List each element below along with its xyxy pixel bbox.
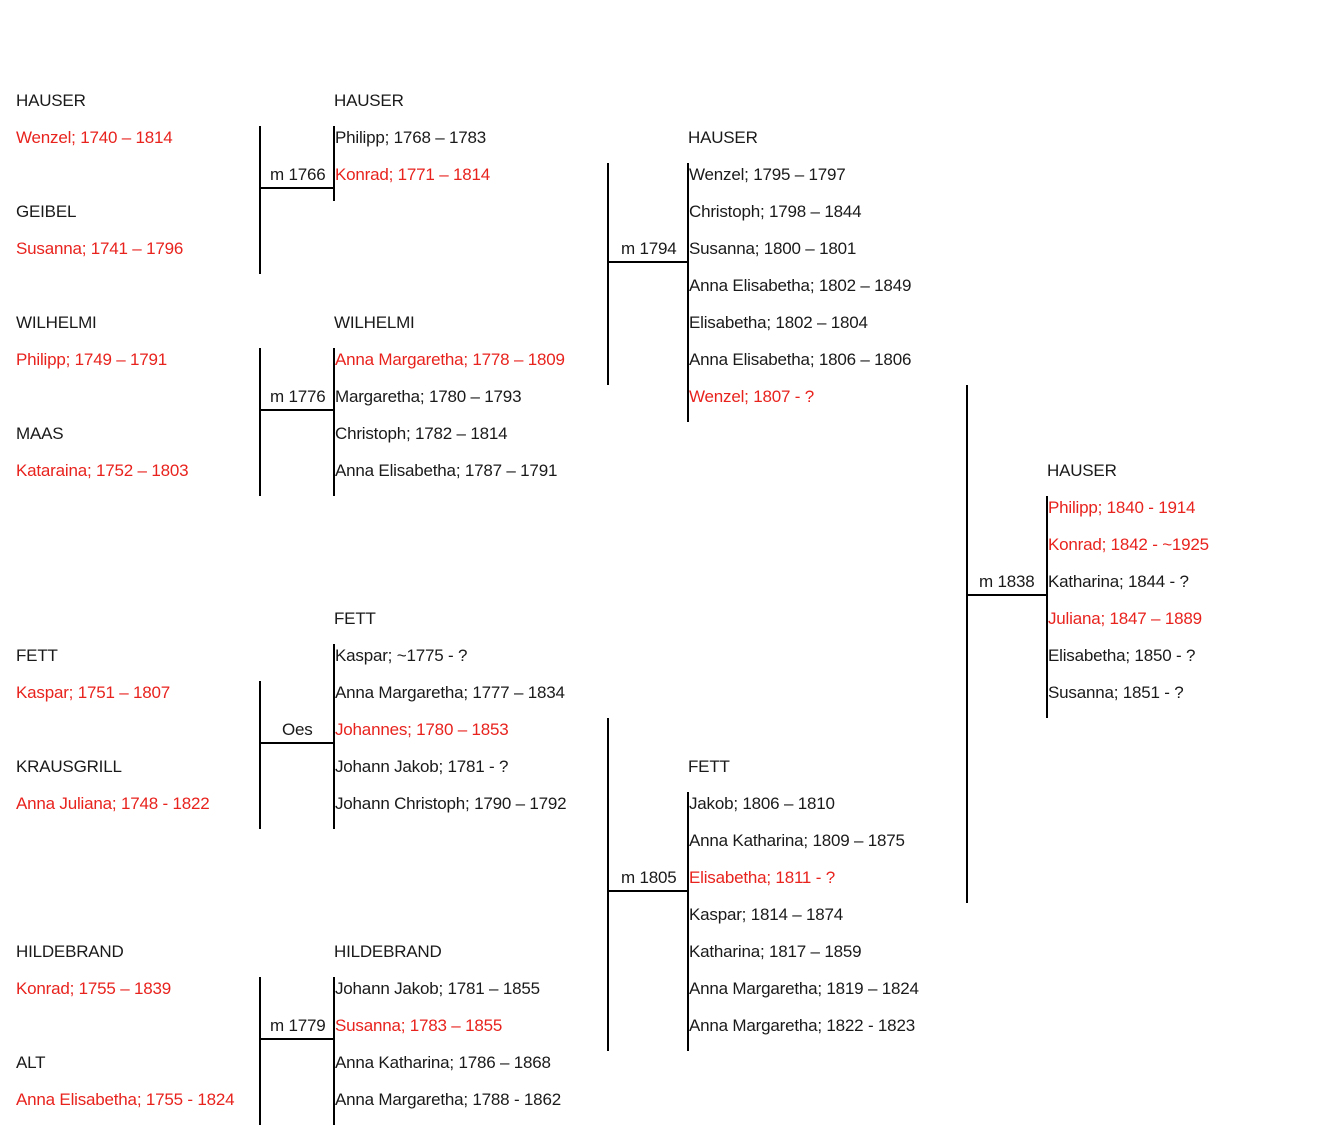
child-kaspar-1814: Kaspar; 1814 – 1874: [689, 905, 844, 924]
surname-maas: MAAS: [16, 424, 64, 443]
marriage-connector-oes: [259, 742, 334, 744]
person-wenzel-1740: Wenzel; 1740 – 1814: [16, 128, 173, 147]
children-bracket-fett-gen3: [687, 792, 689, 1051]
marriage-connector-1805: [607, 890, 688, 892]
person-kaspar-1751: Kaspar; 1751 – 1807: [16, 683, 171, 702]
child-katharina-1844: Katharina; 1844 - ?: [1048, 572, 1189, 591]
child-anna-elisabetha-1787: Anna Elisabetha; 1787 – 1791: [335, 461, 558, 480]
children-bracket-hauser-gen2: [333, 126, 335, 201]
child-johann-jakob-1781b: Johann Jakob; 1781 – 1855: [335, 979, 540, 998]
child-johannes-1780: Johannes; 1780 – 1853: [335, 720, 509, 739]
child-elisabetha-1811: Elisabetha; 1811 - ?: [689, 868, 835, 887]
person-konrad-1755: Konrad; 1755 – 1839: [16, 979, 172, 998]
child-susanna-1783: Susanna; 1783 – 1855: [335, 1016, 503, 1035]
children-bracket-hauser-gen4: [1046, 496, 1048, 718]
child-susanna-1851: Susanna; 1851 - ?: [1048, 683, 1184, 702]
marriage-label-1766: m 1766: [270, 165, 326, 184]
marriage-connector-1794: [607, 261, 688, 263]
person-philipp-1749: Philipp; 1749 – 1791: [16, 350, 168, 369]
surname-hauser-gen4: HAUSER: [1047, 461, 1117, 480]
marriage-bracket-1838: [966, 385, 968, 903]
marriage-bracket-1766: [259, 126, 261, 274]
surname-wilhelmi-gen2: WILHELMI: [334, 313, 415, 332]
child-susanna-1800: Susanna; 1800 – 1801: [689, 239, 857, 258]
marriage-label-1838: m 1838: [979, 572, 1035, 591]
child-wenzel-1807: Wenzel; 1807 - ?: [689, 387, 815, 406]
surname-hauser-gen2: HAUSER: [334, 91, 404, 110]
marriage-bracket-1776: [259, 348, 261, 496]
surname-hildebrand-gen1: HILDEBRAND: [16, 942, 124, 961]
child-johann-christoph-1790: Johann Christoph; 1790 – 1792: [335, 794, 567, 813]
marriage-connector-1838: [966, 594, 1047, 596]
marriage-label-1779: m 1779: [270, 1016, 326, 1035]
surname-alt: ALT: [16, 1053, 46, 1072]
marriage-connector-1779: [259, 1038, 334, 1040]
marriage-bracket-1805: [607, 718, 609, 1051]
surname-geibel: GEIBEL: [16, 202, 77, 221]
surname-wilhelmi-gen1: WILHELMI: [16, 313, 97, 332]
marriage-label-1776: m 1776: [270, 387, 326, 406]
child-konrad-1842: Konrad; 1842 - ~1925: [1048, 535, 1209, 554]
person-anna-juliana-1748: Anna Juliana; 1748 - 1822: [16, 794, 210, 813]
person-susanna-1741: Susanna; 1741 – 1796: [16, 239, 184, 258]
child-philipp-1840: Philipp; 1840 - 1914: [1048, 498, 1196, 517]
surname-fett-gen3: FETT: [688, 757, 730, 776]
child-juliana-1847: Juliana; 1847 – 1889: [1048, 609, 1202, 628]
surname-fett-gen2: FETT: [334, 609, 376, 628]
child-konrad-1771: Konrad; 1771 – 1814: [335, 165, 491, 184]
marriage-label-1794: m 1794: [621, 239, 677, 258]
child-wenzel-1795: Wenzel; 1795 – 1797: [689, 165, 846, 184]
child-margaretha-1780: Margaretha; 1780 – 1793: [335, 387, 522, 406]
child-katharina-1817: Katharina; 1817 – 1859: [689, 942, 862, 961]
person-kataraina-1752: Kataraina; 1752 – 1803: [16, 461, 189, 480]
child-anna-margaretha-1822: Anna Margaretha; 1822 - 1823: [689, 1016, 915, 1035]
children-bracket-hauser-gen3: [687, 163, 689, 422]
child-anna-elisabetha-1802: Anna Elisabetha; 1802 – 1849: [689, 276, 912, 295]
surname-hildebrand-gen2: HILDEBRAND: [334, 942, 442, 961]
surname-fett-gen1: FETT: [16, 646, 58, 665]
children-bracket-fett-gen2: [333, 644, 335, 829]
children-bracket-wilhelmi-gen2: [333, 348, 335, 496]
child-christoph-1782: Christoph; 1782 – 1814: [335, 424, 508, 443]
marriage-connector-1766: [259, 187, 334, 189]
marriage-bracket-1794: [607, 163, 609, 385]
child-anna-katharina-1809: Anna Katharina; 1809 – 1875: [689, 831, 905, 850]
child-anna-elisabetha-1806: Anna Elisabetha; 1806 – 1806: [689, 350, 912, 369]
child-christoph-1798: Christoph; 1798 – 1844: [689, 202, 862, 221]
child-jakob-1806: Jakob; 1806 – 1810: [689, 794, 835, 813]
child-johann-jakob-1781: Johann Jakob; 1781 - ?: [335, 757, 509, 776]
marriage-connector-1776: [259, 409, 334, 411]
marriage-bracket-oes: [259, 681, 261, 829]
child-kaspar-1775: Kaspar; ~1775 - ?: [335, 646, 468, 665]
child-elisabetha-1850: Elisabetha; 1850 - ?: [1048, 646, 1196, 665]
marriage-label-oes: Oes: [282, 720, 313, 739]
surname-hauser-gen3: HAUSER: [688, 128, 758, 147]
child-anna-margaretha-1777: Anna Margaretha; 1777 – 1834: [335, 683, 565, 702]
child-elisabetha-1802: Elisabetha; 1802 – 1804: [689, 313, 868, 332]
child-philipp-1768: Philipp; 1768 – 1783: [335, 128, 487, 147]
person-anna-elisabetha-1755: Anna Elisabetha; 1755 - 1824: [16, 1090, 235, 1109]
child-anna-margaretha-1788: Anna Margaretha; 1788 - 1862: [335, 1090, 561, 1109]
child-anna-katharina-1786: Anna Katharina; 1786 – 1868: [335, 1053, 551, 1072]
surname-hauser-gen1: HAUSER: [16, 91, 86, 110]
surname-krausgrill: KRAUSGRILL: [16, 757, 122, 776]
child-anna-margaretha-1778: Anna Margaretha; 1778 – 1809: [335, 350, 565, 369]
child-anna-margaretha-1819: Anna Margaretha; 1819 – 1824: [689, 979, 919, 998]
marriage-label-1805: m 1805: [621, 868, 677, 887]
marriage-bracket-1779: [259, 977, 261, 1125]
children-bracket-hildebrand-gen2: [333, 977, 335, 1125]
